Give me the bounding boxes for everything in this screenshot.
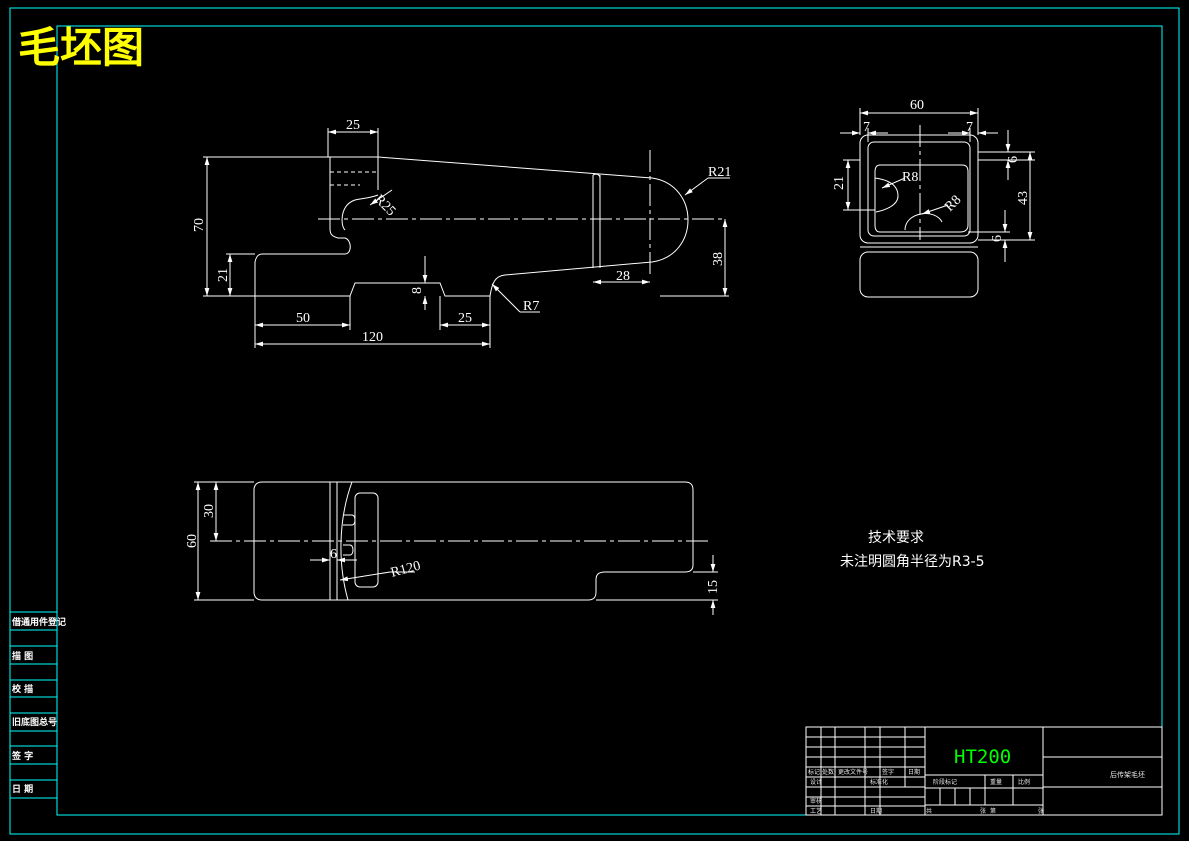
tb-review: 审核 [810, 797, 822, 805]
dim-120: 120 [362, 330, 383, 345]
dim-6-top: 6 [1006, 156, 1021, 163]
tb-mark: 标记 [808, 768, 820, 776]
tech-notes-line1: 未注明圆角半径为R3-5 [840, 554, 985, 570]
title-block [805, 726, 1163, 816]
tb-date: 日期 [908, 768, 920, 776]
tb-stage: 阶段标记 [933, 778, 957, 786]
sidebar-label-5: 日 期 [12, 783, 33, 795]
tb-weight: 重量 [990, 778, 1002, 786]
left-sidebar [9, 611, 58, 799]
dim-8: 8 [410, 287, 425, 294]
sidebar-label-2: 校 描 [12, 683, 33, 695]
dim-28: 28 [616, 269, 630, 284]
dim-7-left: 7 [863, 120, 870, 135]
tb-design: 设计 [810, 778, 822, 786]
dim-43: 43 [1016, 191, 1031, 205]
part-name: 后传架毛坯 [1110, 770, 1145, 779]
tb-sheet-total: 共 [926, 807, 932, 815]
dim-6-top-view: 6 [330, 547, 337, 562]
side-inner-slot [874, 164, 969, 233]
tb-std: 标准化 [870, 778, 888, 786]
dim-r8-b: R8 [942, 193, 964, 215]
sidebar-labels: 借通用件登记 描 图 校 描 旧底图总号 签 字 日 期 [11, 616, 66, 795]
top-dim-labels: 60 30 6 R120 15 [185, 504, 721, 594]
sidebar-label-3: 旧底图总号 [12, 716, 57, 728]
drawing-title: 毛坯图 [18, 23, 144, 72]
outer-frame [9, 7, 1180, 835]
front-dim-labels: 25 70 21 R25 R21 38 28 8 R7 50 25 120 [192, 118, 731, 345]
dim-30: 30 [202, 504, 217, 518]
side-view [840, 108, 1035, 298]
material-label: HT200 [954, 746, 1011, 768]
front-outline [254, 156, 689, 297]
front-view [203, 128, 730, 348]
dim-70: 70 [192, 218, 207, 232]
tb-sheet-unit1: 张 [980, 807, 986, 815]
dim-r8-a: R8 [902, 170, 918, 185]
tb-count: 处数 [822, 768, 834, 776]
tb-sheet: 第 [990, 807, 996, 815]
dim-60-top: 60 [185, 534, 200, 548]
dim-r7: R7 [523, 299, 539, 314]
tb-file-no: 更改文件号 [838, 768, 868, 776]
sidebar-label-4: 签 字 [11, 750, 33, 762]
inner-frame [56, 25, 1163, 816]
dim-r120: R120 [389, 559, 422, 581]
dim-21-side: 21 [832, 176, 847, 190]
dim-r21: R21 [708, 165, 731, 180]
side-dim-labels: 60 7 7 6 21 R8 R8 43 6 [832, 98, 1031, 242]
dim-50: 50 [296, 311, 310, 326]
tb-process: 工艺 [810, 807, 822, 815]
sidebar-label-0: 借通用件登记 [11, 616, 66, 628]
dim-38: 38 [711, 252, 726, 266]
dim-6-bottom: 6 [990, 235, 1005, 242]
tb-scale: 比例 [1018, 778, 1030, 786]
dim-21: 21 [216, 268, 231, 282]
tb-sign: 签字 [882, 768, 894, 776]
tb-date2: 日期 [870, 807, 882, 815]
dim-25-bottom: 25 [458, 311, 472, 326]
dim-15: 15 [706, 580, 721, 594]
dim-7-right: 7 [966, 120, 973, 135]
tb-sheet-unit2: 张 [1038, 807, 1044, 815]
top-outline [253, 481, 694, 601]
dim-25-top: 25 [346, 118, 360, 133]
top-view [194, 481, 718, 615]
sidebar-label-1: 描 图 [12, 650, 33, 662]
dim-60-side: 60 [910, 98, 924, 113]
tech-notes-heading: 技术要求 [868, 530, 924, 546]
title-block-labels: HT200 后传架毛坯 标记 处数 更改文件号 签字 日期 设计 标准化 审核 … [808, 746, 1145, 815]
